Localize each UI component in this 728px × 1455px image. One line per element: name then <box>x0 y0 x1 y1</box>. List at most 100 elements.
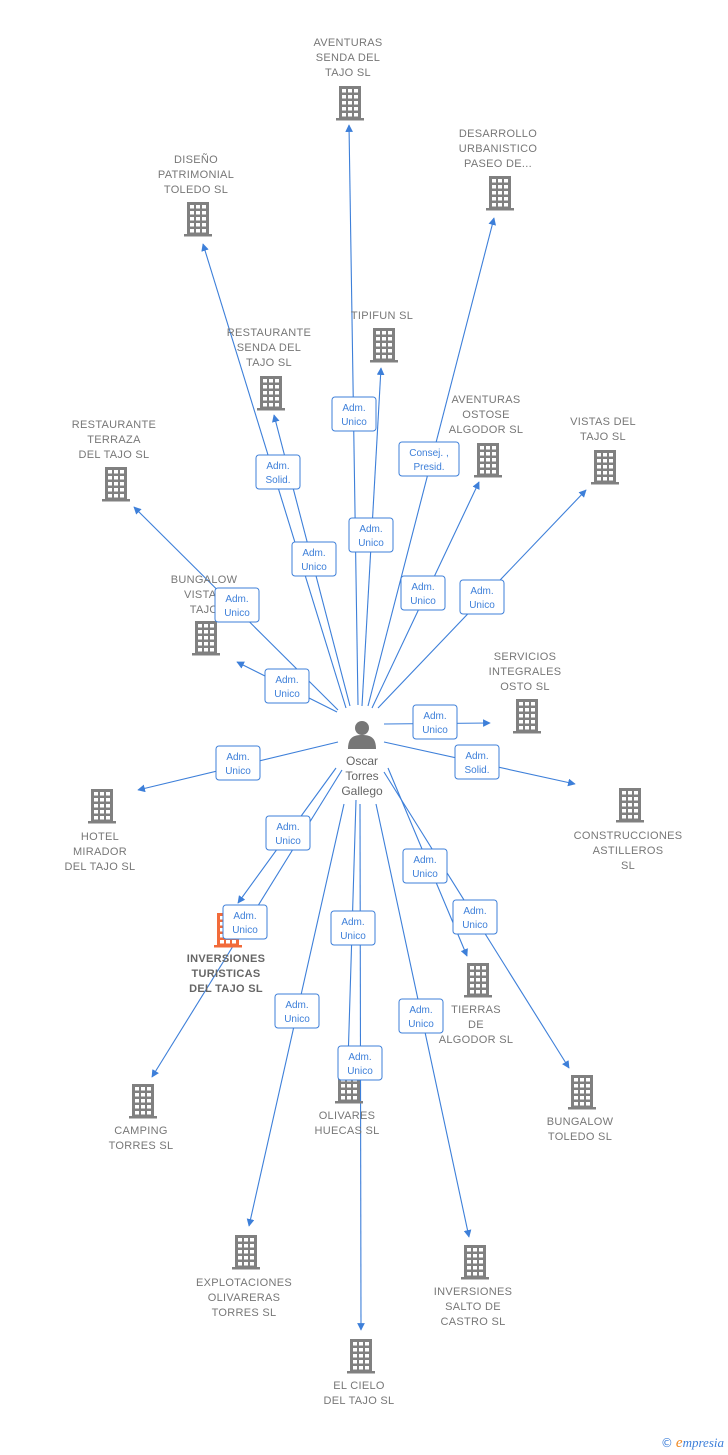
company-label-line: TOLEDO SL <box>164 184 228 196</box>
company-label-line: VISTAS DEL <box>570 416 636 428</box>
role-tag-tipifun[interactable]: Adm.Unico <box>348 517 394 553</box>
role-text: Adm. <box>411 582 434 593</box>
role-text: Adm. <box>409 1005 432 1016</box>
building-icon <box>102 467 130 502</box>
company-node-tierras[interactable]: TIERRAS DE ALGODOR SL <box>439 963 514 1046</box>
role-text: Adm. <box>285 1000 308 1011</box>
company-label-line: EXPLOTACIONES <box>196 1277 292 1289</box>
person-icon <box>348 721 376 749</box>
company-node-diseno[interactable]: DISEÑO PATRIMONIAL TOLEDO SL <box>158 153 234 237</box>
company-label-line: OLIVARERAS <box>208 1292 281 1304</box>
company-label-line: SENDA DEL <box>237 342 301 354</box>
role-text: Adm. <box>226 752 249 763</box>
role-tag-el-cielo[interactable]: Adm.Unico <box>337 1045 383 1081</box>
company-label-line: CASTRO SL <box>440 1316 505 1328</box>
company-label-line: RESTAURANTE <box>227 327 311 339</box>
role-tag-desarrollo[interactable]: Consej. , Presid. <box>398 441 460 477</box>
role-text: Unico <box>462 920 488 931</box>
company-label-line: TIERRAS <box>451 1004 501 1016</box>
company-label-line: DISEÑO <box>174 153 218 166</box>
company-label-line: DEL TAJO SL <box>79 449 150 461</box>
role-tag-construcciones[interactable]: Adm.Solid. <box>454 744 500 780</box>
company-label-line: TOLEDO SL <box>548 1131 612 1143</box>
company-label-line: PASEO DE... <box>464 158 532 170</box>
role-tag-tierras[interactable]: Adm. Unico <box>402 848 448 884</box>
role-text: Adm. <box>302 548 325 559</box>
company-label-line: DEL TAJO SL <box>65 861 136 873</box>
building-icon <box>461 1245 489 1280</box>
company-label-line: BUNGALOW <box>171 574 238 586</box>
building-icon <box>192 621 220 656</box>
role-text: Unico <box>274 689 300 700</box>
role-tag-vistas-tajo[interactable]: Adm.Unico <box>459 579 505 615</box>
company-node-tipifun[interactable]: TIPIFUN SL <box>351 310 413 363</box>
building-icon <box>347 1339 375 1374</box>
company-node-explotaciones[interactable]: EXPLOTACIONES OLIVARERAS TORRES SL <box>196 1235 292 1319</box>
building-icon <box>257 376 285 411</box>
company-label-line: DEL TAJO SL <box>324 1395 395 1407</box>
role-tag-bungalow-toledo[interactable]: Adm.Unico <box>452 899 498 935</box>
company-node-inversiones-salto[interactable]: INVERSIONES SALTO DE CASTRO SL <box>434 1245 513 1328</box>
role-text: Presid. <box>413 462 444 473</box>
role-tag-aventuras-ostose[interactable]: Adm. Unico <box>400 575 446 611</box>
company-label-line: EL CIELO <box>333 1380 385 1392</box>
role-text: Adm. <box>413 855 436 866</box>
role-tag-servicios[interactable]: Adm. Unico <box>412 704 458 740</box>
role-text: Unico <box>358 538 384 549</box>
role-text: Consej. , <box>409 448 448 459</box>
role-tag-olivares[interactable]: Adm.Unico <box>330 910 376 946</box>
brand-name: mpresia <box>682 1435 724 1450</box>
company-label-line: INVERSIONES <box>434 1286 513 1298</box>
building-icon <box>464 963 492 998</box>
role-text: Solid. <box>265 475 290 486</box>
role-tag-aventuras-senda[interactable]: Adm.Unico <box>331 396 377 432</box>
role-text: Adm. <box>275 675 298 686</box>
company-label-line: ALGODOR SL <box>439 1034 514 1046</box>
role-tag-diseno[interactable]: Adm.Solid. <box>255 454 301 490</box>
role-text: Adm. <box>423 711 446 722</box>
role-tag-camping[interactable]: Adm.Unico <box>222 904 268 940</box>
role-text: Adm. <box>470 586 493 597</box>
role-text: Unico <box>341 417 367 428</box>
company-label-line: SENDA DEL <box>316 52 380 64</box>
company-label-line: SALTO DE <box>445 1301 501 1313</box>
role-text: Unico <box>408 1019 434 1030</box>
role-text: Unico <box>224 608 250 619</box>
role-tag-restaurante-terraza[interactable]: Adm.Unico <box>214 587 260 623</box>
role-tag-inversiones-salto[interactable]: Adm. Unico <box>398 998 444 1034</box>
company-label-line: INVERSIONES <box>187 953 266 965</box>
role-tag-restaurante-senda[interactable]: Adm.Unico <box>291 541 337 577</box>
role-tag-hotel[interactable]: Adm.Unico <box>215 745 261 781</box>
company-label-line: DE <box>468 1019 484 1031</box>
role-tag-bungalow-vistas[interactable]: Adm. Unico <box>264 668 310 704</box>
role-text: Adm. <box>233 911 256 922</box>
role-text: Unico <box>422 725 448 736</box>
company-node-el-cielo[interactable]: EL CIELO DEL TAJO SL <box>324 1339 395 1407</box>
role-text: Unico <box>410 596 436 607</box>
company-label-line: PATRIMONIAL <box>158 169 234 181</box>
company-label-line: URBANISTICO <box>459 143 538 155</box>
company-label-line: AVENTURAS <box>313 37 382 49</box>
role-text: Unico <box>412 869 438 880</box>
company-label-line: DEL TAJO SL <box>189 983 263 995</box>
building-icon <box>568 1075 596 1110</box>
role-tag-explotaciones[interactable]: Adm.Unico <box>274 993 320 1029</box>
role-tag-inversiones-turisticas[interactable]: Adm.Unico <box>265 815 311 851</box>
company-label-line: TORRES SL <box>212 1307 277 1319</box>
company-label-line: RESTAURANTE <box>72 419 156 431</box>
company-label-line: CAMPING <box>114 1125 167 1137</box>
building-icon <box>88 789 116 824</box>
